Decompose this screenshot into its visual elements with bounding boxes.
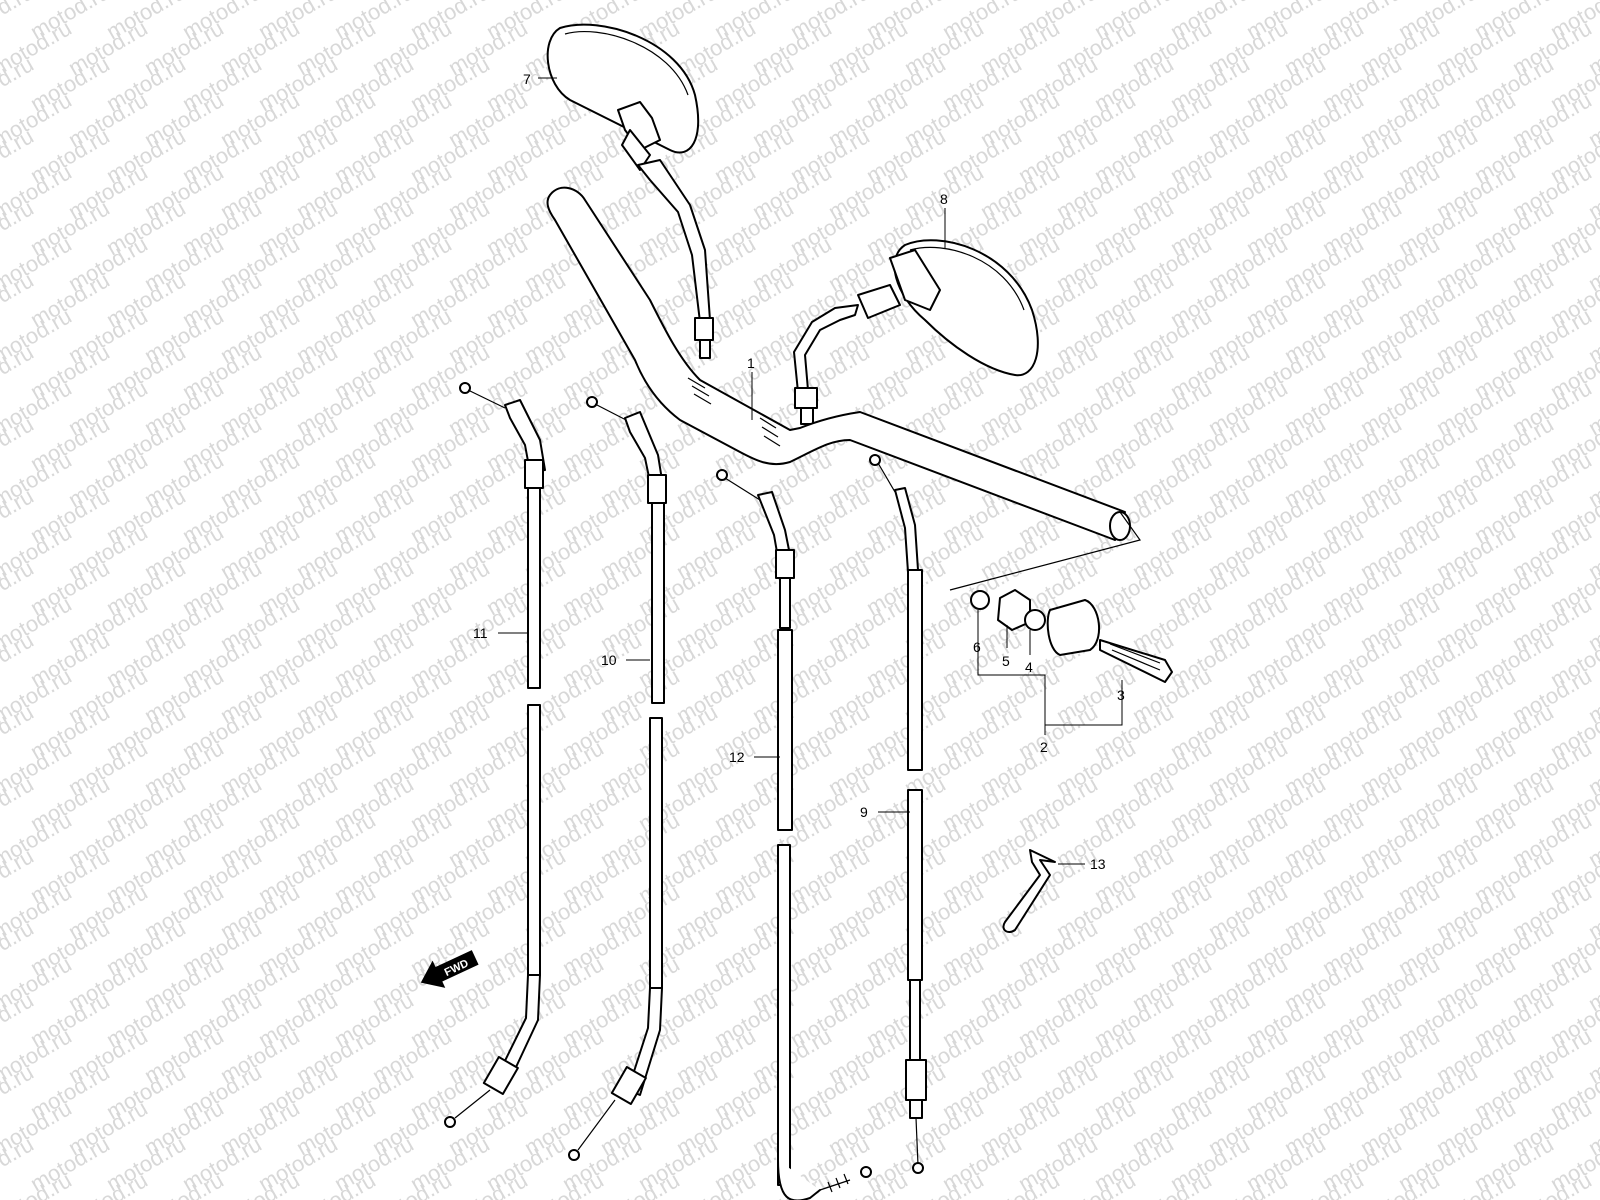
callout-4: 4 [1025,659,1033,675]
callout-11: 11 [473,625,488,641]
callout-9: 9 [860,804,868,820]
callout-12: 12 [729,749,745,765]
callout-5: 5 [1002,653,1010,669]
callout-7: 7 [523,71,531,87]
callout-8: 8 [940,191,948,207]
callout-3: 3 [1117,687,1125,703]
callout-10: 10 [601,652,617,668]
callout-1: 1 [747,355,755,371]
callout-6: 6 [973,639,981,655]
callout-13: 13 [1090,856,1106,872]
callout-2: 2 [1040,739,1048,755]
